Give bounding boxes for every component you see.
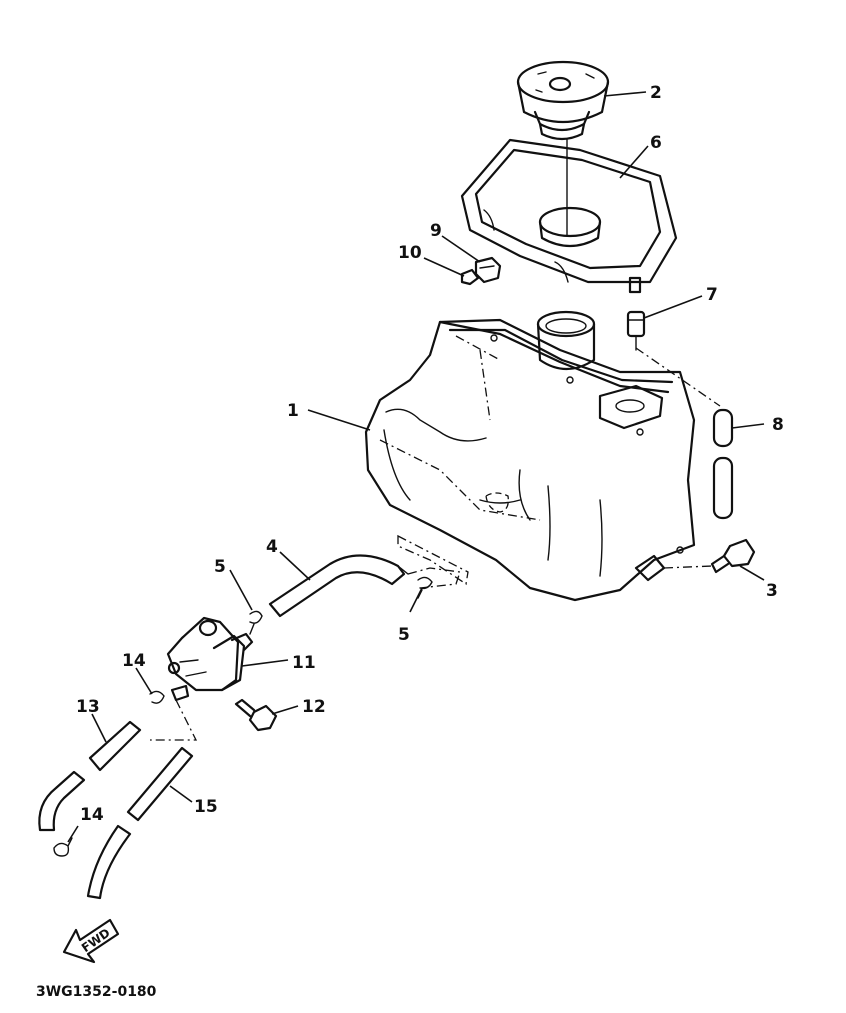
callout-15: 15 — [194, 797, 218, 817]
callout-7: 7 — [706, 285, 718, 305]
tank-cover — [460, 138, 678, 294]
nut-and-washer — [460, 256, 502, 286]
callout-9: 9 — [430, 221, 442, 241]
vent-hose — [635, 347, 734, 520]
cock-screw — [234, 698, 278, 732]
forward-direction-arrow: FWD — [62, 918, 120, 964]
callout-12: 12 — [302, 697, 326, 717]
drawing-code: 3WG1352-0180 — [36, 984, 157, 1000]
callout-10: 10 — [398, 243, 422, 263]
leader-lines — [67, 91, 765, 843]
vent-fitting — [626, 310, 646, 351]
callout-14-upper: 14 — [122, 651, 146, 671]
callout-14-lower: 14 — [80, 805, 104, 825]
mounting-bolt — [663, 538, 756, 574]
callout-5-upper: 5 — [214, 557, 226, 577]
fuel-cock — [150, 616, 254, 741]
fuel-tank — [364, 310, 696, 602]
callout-13: 13 — [76, 697, 100, 717]
callout-6: 6 — [650, 133, 662, 153]
hose-clip — [249, 576, 433, 635]
fuel-cap — [516, 60, 610, 236]
callout-labels: 1 2 3 4 5 5 6 7 8 9 10 11 12 13 14 14 15 — [76, 83, 784, 825]
callout-11: 11 — [292, 653, 316, 673]
overflow-hose — [38, 720, 142, 832]
fuel-line-hose — [86, 746, 194, 900]
callout-5-lower: 5 — [398, 625, 410, 645]
callout-3: 3 — [766, 581, 778, 601]
callout-4: 4 — [266, 537, 278, 557]
hose-clip-lower — [53, 690, 165, 857]
callout-2: 2 — [650, 83, 662, 103]
callout-1: 1 — [287, 401, 299, 421]
fuel-hose — [268, 554, 461, 618]
callout-8: 8 — [772, 415, 784, 435]
